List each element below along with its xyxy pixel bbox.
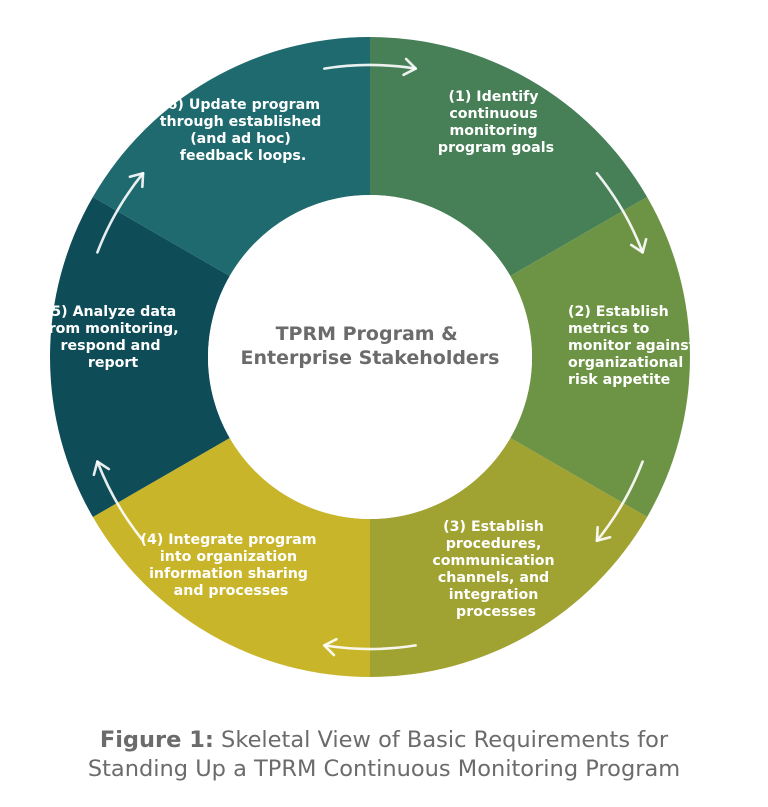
figure-caption: Figure 1: Skeletal View of Basic Require… (0, 726, 768, 784)
cycle-arrow-icon (92, 460, 145, 543)
cycle-arrow-icon (96, 171, 145, 254)
caption-title-part-1: Skeletal View of Basic Requirements for (213, 727, 669, 753)
cycle-arrow-icon (323, 637, 417, 657)
cycle-arrow-icon (323, 57, 417, 77)
segment-5 (49, 197, 230, 517)
caption-line-1: Figure 1: Skeletal View of Basic Require… (0, 726, 768, 755)
center-label: TPRM Program & Enterprise Stakeholders (241, 323, 500, 369)
segment-label-2: (2) Establish metrics to monitor against… (568, 304, 700, 388)
segment-6 (92, 37, 371, 276)
segment-2 (510, 197, 691, 517)
segment-4 (92, 438, 371, 677)
segment-label-1: (1) Identify continuous monitoring progr… (438, 89, 554, 156)
segment-label-3: (3) Establish procedures, communication … (432, 519, 559, 620)
segment-label-6: (6) Update program through established (… (160, 97, 327, 164)
caption-figure-number: Figure 1: (99, 727, 214, 753)
segment-label-5: (5) Analyze data from monitoring, respon… (42, 304, 183, 371)
segment-1 (370, 37, 648, 276)
segment-label-4: (4) Integrate program into organization … (141, 532, 322, 599)
segment-3 (370, 438, 648, 678)
cycle-arrow-icon (595, 460, 644, 543)
caption-line-2: Standing Up a TPRM Continuous Monitoring… (87, 756, 681, 782)
cycle-diagram: TPRM Program & Enterprise Stakeholders (… (42, 37, 700, 678)
center-hole (208, 195, 532, 519)
cycle-arrow-icon (595, 171, 648, 254)
